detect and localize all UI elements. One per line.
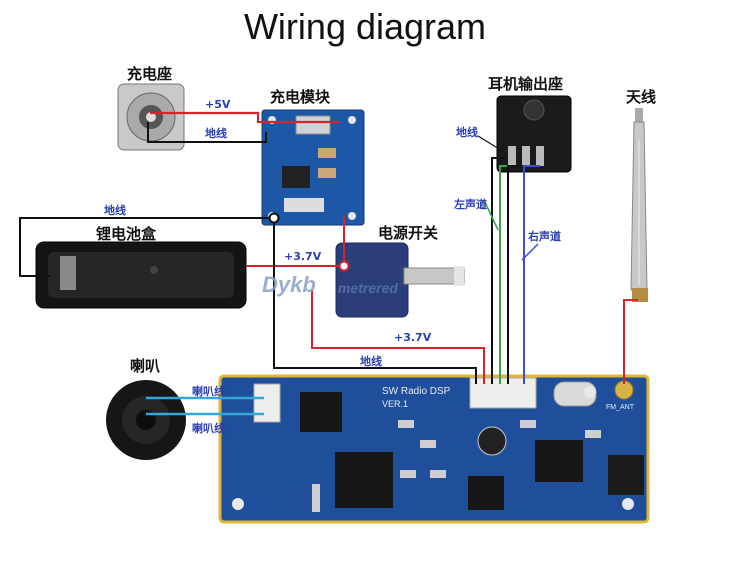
arrow-left-channel xyxy=(483,199,499,231)
label-earphone-jack: 耳机输出座 xyxy=(488,75,564,93)
wire-right-channel xyxy=(523,165,540,384)
speaker xyxy=(106,380,186,460)
label-speaker: 喇叭 xyxy=(130,357,161,375)
wire-jack-ground xyxy=(491,157,506,384)
label-speaker-line-2: 喇叭线 xyxy=(192,422,225,435)
pcb-name: SW Radio DSP xyxy=(382,386,451,397)
label-speaker-line-1: 喇叭线 xyxy=(192,385,225,398)
wire-37v-board xyxy=(311,290,485,384)
battery-box xyxy=(35,241,247,309)
label-37v-board: +3.7V xyxy=(394,331,432,344)
charging-module xyxy=(261,109,365,226)
label-ground-bottom: 地线 xyxy=(360,355,382,368)
wire-antenna xyxy=(623,299,638,384)
pcb-fm-ant: FM_ANT xyxy=(606,404,634,411)
wire-5v xyxy=(150,111,340,124)
antenna xyxy=(630,108,648,302)
arrow-right-channel xyxy=(521,243,539,261)
pcb-version: VER.1 xyxy=(382,399,409,409)
label-battery-box: 锂电池盒 xyxy=(96,225,157,243)
label-5v: +5V xyxy=(205,98,231,111)
wire-ground-charge xyxy=(147,122,267,143)
earphone-jack xyxy=(496,95,572,173)
watermark-brand: Dykb xyxy=(262,272,316,297)
arrow-jack-ground xyxy=(477,135,505,153)
main-pcb xyxy=(218,374,650,524)
wire-ground-board xyxy=(273,222,477,384)
watermark-sub: metrered xyxy=(338,280,398,296)
label-left-channel: 左声道 xyxy=(454,198,487,211)
label-charging-module: 充电模块 xyxy=(270,88,331,106)
power-switch xyxy=(335,242,465,318)
label-power-switch: 电源开关 xyxy=(378,224,439,242)
wire-left-channel xyxy=(499,165,512,384)
charging-port xyxy=(117,83,185,151)
label-ground-jack: 地线 xyxy=(456,126,478,139)
label-right-channel: 右声道 xyxy=(528,230,561,243)
wire-ground-battery xyxy=(19,217,274,277)
label-ground-top: 地线 xyxy=(205,127,227,140)
diagram-title: Wiring diagram xyxy=(243,6,487,47)
label-charging-port: 充电座 xyxy=(127,65,173,83)
label-ground-battery: 地线 xyxy=(104,204,126,217)
wire-black-2 xyxy=(507,165,526,384)
label-antenna: 天线 xyxy=(626,88,657,106)
label-37v-switch: +3.7V xyxy=(284,250,322,263)
